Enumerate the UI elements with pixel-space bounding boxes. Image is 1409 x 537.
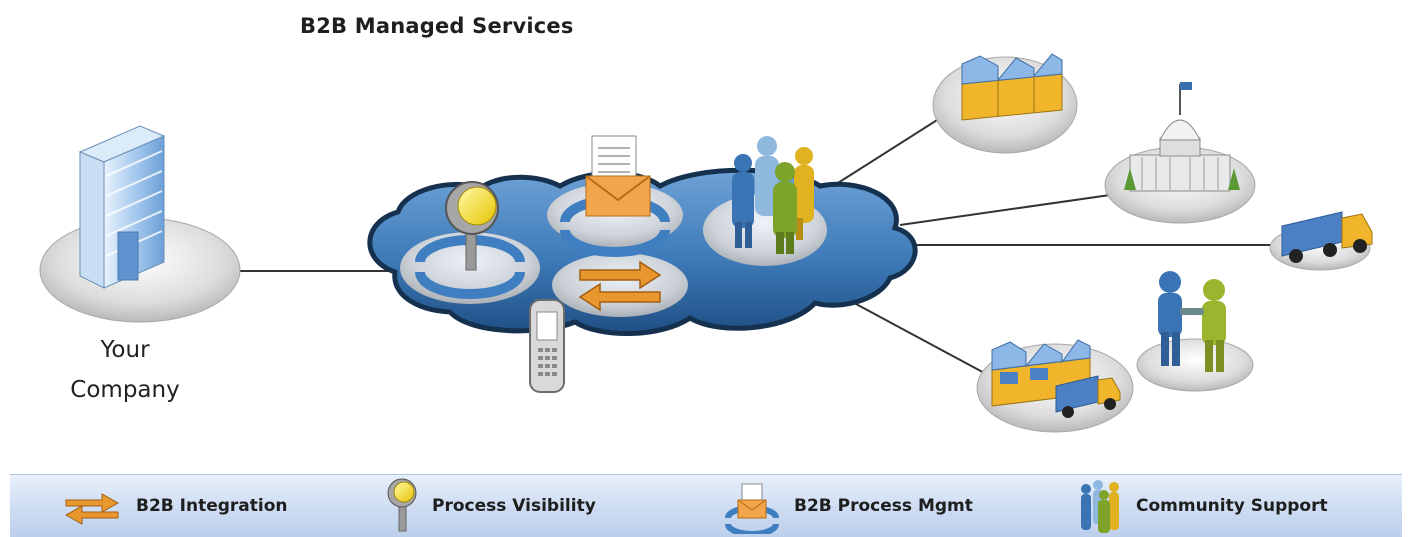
exchange-arrows-icon — [64, 493, 120, 525]
company-building — [39, 125, 241, 323]
company-label-line1: Your — [100, 337, 150, 363]
line-cloud-factory — [829, 114, 946, 189]
handshake-people-node — [1136, 271, 1254, 392]
diagram-title: B2B Managed Services — [300, 14, 574, 38]
legend-item-process-visibility: Process Visibility — [386, 475, 596, 537]
company-label: Your Company — [40, 330, 210, 410]
factory-node — [932, 53, 1078, 154]
line-cloud-government — [899, 194, 1111, 226]
company-label-line2: Company — [70, 377, 180, 403]
envelope-cycle-icon — [725, 483, 779, 534]
magnifier-icon — [387, 478, 417, 532]
legend-item-b2b-integration: B2B Integration — [62, 475, 288, 537]
legend-item-community-support: Community Support — [1078, 475, 1328, 537]
legend-label-b2b-integration: B2B Integration — [136, 496, 288, 516]
legend-label-community-support: Community Support — [1136, 496, 1328, 516]
b2b-network-diagram — [39, 53, 1373, 433]
government-building-node — [1104, 82, 1256, 224]
legend-label-process-visibility: Process Visibility — [432, 496, 596, 516]
mobile-phone-icon — [529, 299, 565, 393]
warehouse-node — [976, 339, 1134, 433]
cloud-people-group-icon — [732, 136, 814, 254]
legend-item-b2b-process-mgmt: B2B Process Mgmt — [724, 475, 973, 537]
cloud-magnifier-icon — [415, 181, 525, 299]
legend-label-b2b-process-mgmt: B2B Process Mgmt — [794, 496, 973, 516]
cloud-envelope-icon — [560, 135, 670, 257]
cloud-exchange-arrows-icon — [578, 260, 662, 312]
company-tower — [79, 151, 105, 289]
services-cloud — [367, 135, 918, 336]
people-group-icon — [1081, 480, 1119, 533]
truck-node — [1269, 211, 1373, 271]
legend-bar: B2B Integration Process Visibility B2B P… — [10, 474, 1402, 537]
